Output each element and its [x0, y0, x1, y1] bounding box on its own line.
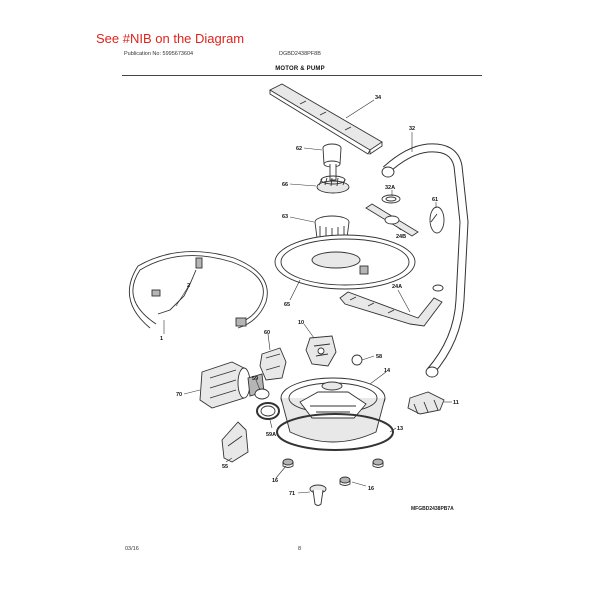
callout-62: 62 — [296, 146, 302, 152]
callout-24a: 24A — [392, 284, 402, 290]
leader-lines — [163, 99, 452, 494]
cap-part — [429, 206, 445, 234]
upper-spray-arm-part — [269, 83, 383, 155]
callout-34: 34 — [375, 95, 382, 101]
filter-disc-part — [274, 234, 416, 290]
sensor-part — [407, 391, 445, 415]
callout-55: 55 — [222, 464, 228, 470]
callout-71: 71 — [289, 491, 295, 497]
print-date: 03/16 — [125, 546, 139, 552]
circulation-motor-part — [199, 361, 265, 409]
sump-assembly-part — [280, 377, 386, 443]
nozzle-part — [322, 143, 342, 181]
grommet-part — [309, 484, 327, 506]
callout-66: 66 — [282, 182, 288, 188]
lower-spray-arm-part — [339, 284, 444, 327]
supply-tube-part — [381, 143, 469, 378]
callout-14: 14 — [384, 368, 391, 374]
seal-part — [381, 194, 401, 204]
callout-58: 58 — [376, 354, 382, 360]
section-title: MOTOR & PUMP — [275, 66, 325, 72]
callout-13: 13 — [397, 426, 403, 432]
wire-harness-part — [129, 251, 268, 329]
callout-1: 1 — [160, 336, 163, 342]
foot-pad-lower-part — [339, 476, 351, 486]
callout-labels: 34 32 62 66 32A 61 63 24B 2 65 24A 1 10 … — [160, 95, 459, 497]
callout-32: 32 — [409, 126, 415, 132]
callout-10: 10 — [298, 320, 304, 326]
hose-clamp-part — [254, 388, 270, 400]
check-ball-part — [351, 354, 363, 366]
header-rule — [122, 75, 482, 76]
callout-63: 63 — [282, 214, 288, 220]
nib-note: See #NIB on the Diagram — [96, 31, 245, 46]
page-number: 8 — [298, 546, 302, 552]
callout-32a: 32A — [385, 185, 395, 191]
pump-fitting-part — [259, 347, 287, 381]
callout-16-left: 16 — [272, 478, 278, 484]
model-number: DGBD2438PF8B — [279, 51, 321, 57]
callout-61: 61 — [432, 197, 438, 203]
callout-24b: 24B — [396, 234, 406, 240]
callout-59: 59 — [252, 376, 258, 382]
filter-screen-part — [316, 175, 350, 194]
foot-pad-right-part — [372, 458, 384, 468]
sump-gasket-part — [276, 413, 394, 451]
callout-11: 11 — [453, 400, 459, 406]
mounting-bracket-part — [221, 421, 249, 463]
pump-housing-part — [305, 335, 337, 367]
seal-ring-part — [256, 402, 280, 420]
callout-70: 70 — [176, 392, 182, 398]
diagram-id: MFGBD2438PB7A — [411, 506, 454, 512]
callout-16-right: 16 — [368, 486, 374, 492]
callout-60: 60 — [264, 330, 270, 336]
callout-2: 2 — [187, 283, 190, 289]
foot-pad-left-part — [282, 458, 294, 468]
spray-arm-bracket-part — [365, 203, 419, 237]
publication-number: Publication No: 5995673604 — [124, 51, 194, 57]
callout-59a: 59A — [266, 432, 276, 438]
callout-65: 65 — [284, 302, 290, 308]
